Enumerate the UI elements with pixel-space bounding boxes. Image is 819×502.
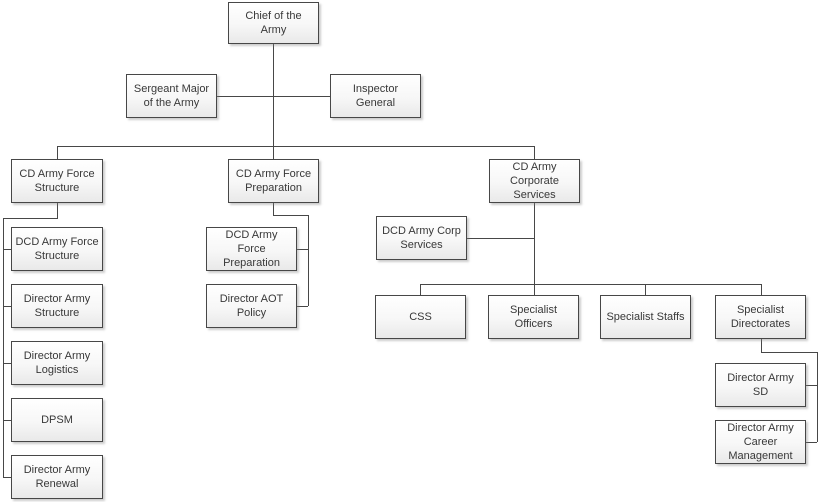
node-sergeant-major[interactable]: Sergeant Major of the Army [126,74,217,118]
node-chief-of-the-army[interactable]: Chief of the Army [228,2,319,44]
node-dpsm[interactable]: DPSM [11,398,103,442]
node-director-army-career-management[interactable]: Director Army Career Management [715,420,806,464]
connector-corporate-horizontal [420,284,761,285]
node-specialist-officers[interactable]: Specialist Officers [488,295,579,339]
node-director-army-logistics[interactable]: Director Army Logistics [11,341,103,385]
connector-specdir-branch [817,352,818,442]
connector-chief-down [273,44,274,146]
connector-mid-branch [308,215,309,306]
connector-stub [297,306,308,307]
node-dcd-army-force-preparation[interactable]: DCD Army Force Preparation [206,227,297,271]
connector-specdir-branch [761,339,762,352]
connector-corporate-down [534,203,535,295]
node-cd-army-corporate-services[interactable]: CD Army Corporate Services [489,159,580,203]
connector-stub [806,442,817,443]
node-director-aot-policy[interactable]: Director AOT Policy [206,284,297,328]
connector-stub [297,249,308,250]
connector-stub [645,284,646,295]
connector-left-branch [57,203,58,218]
connector-stub [57,146,58,159]
node-cd-army-force-preparation[interactable]: CD Army Force Preparation [228,159,319,203]
node-inspector-general[interactable]: Inspector General [330,74,421,118]
node-dcd-army-corp-services[interactable]: DCD Army Corp Services [376,216,467,260]
connector-mid-branch [273,203,274,215]
connector-dcd-corp [467,238,534,239]
connector-stub [3,249,11,250]
connector-stub [3,420,11,421]
node-css[interactable]: CSS [375,295,466,339]
node-director-army-renewal[interactable]: Director Army Renewal [11,455,103,499]
node-director-army-structure[interactable]: Director Army Structure [11,284,103,328]
connector-specdir-branch [761,352,818,353]
connector-stub [3,477,11,478]
connector-mid-branch [273,215,309,216]
connector-stub [761,284,762,295]
connector-stub [273,146,274,159]
node-specialist-staffs[interactable]: Specialist Staffs [600,295,691,339]
connector-main-horizontal [57,146,535,147]
node-director-army-sd[interactable]: Director Army SD [715,363,806,407]
connector-stub [534,146,535,159]
connector-left-branch [3,218,4,477]
connector-stub [806,385,817,386]
node-dcd-army-force-structure[interactable]: DCD Army Force Structure [11,227,103,271]
connector-stub [3,363,11,364]
connector-sergeant-inspector [217,96,330,97]
node-specialist-directorates[interactable]: Specialist Directorates [715,295,806,339]
connector-left-branch [3,218,58,219]
connector-stub [420,284,421,295]
node-cd-army-force-structure[interactable]: CD Army Force Structure [11,159,103,203]
connector-stub [3,306,11,307]
